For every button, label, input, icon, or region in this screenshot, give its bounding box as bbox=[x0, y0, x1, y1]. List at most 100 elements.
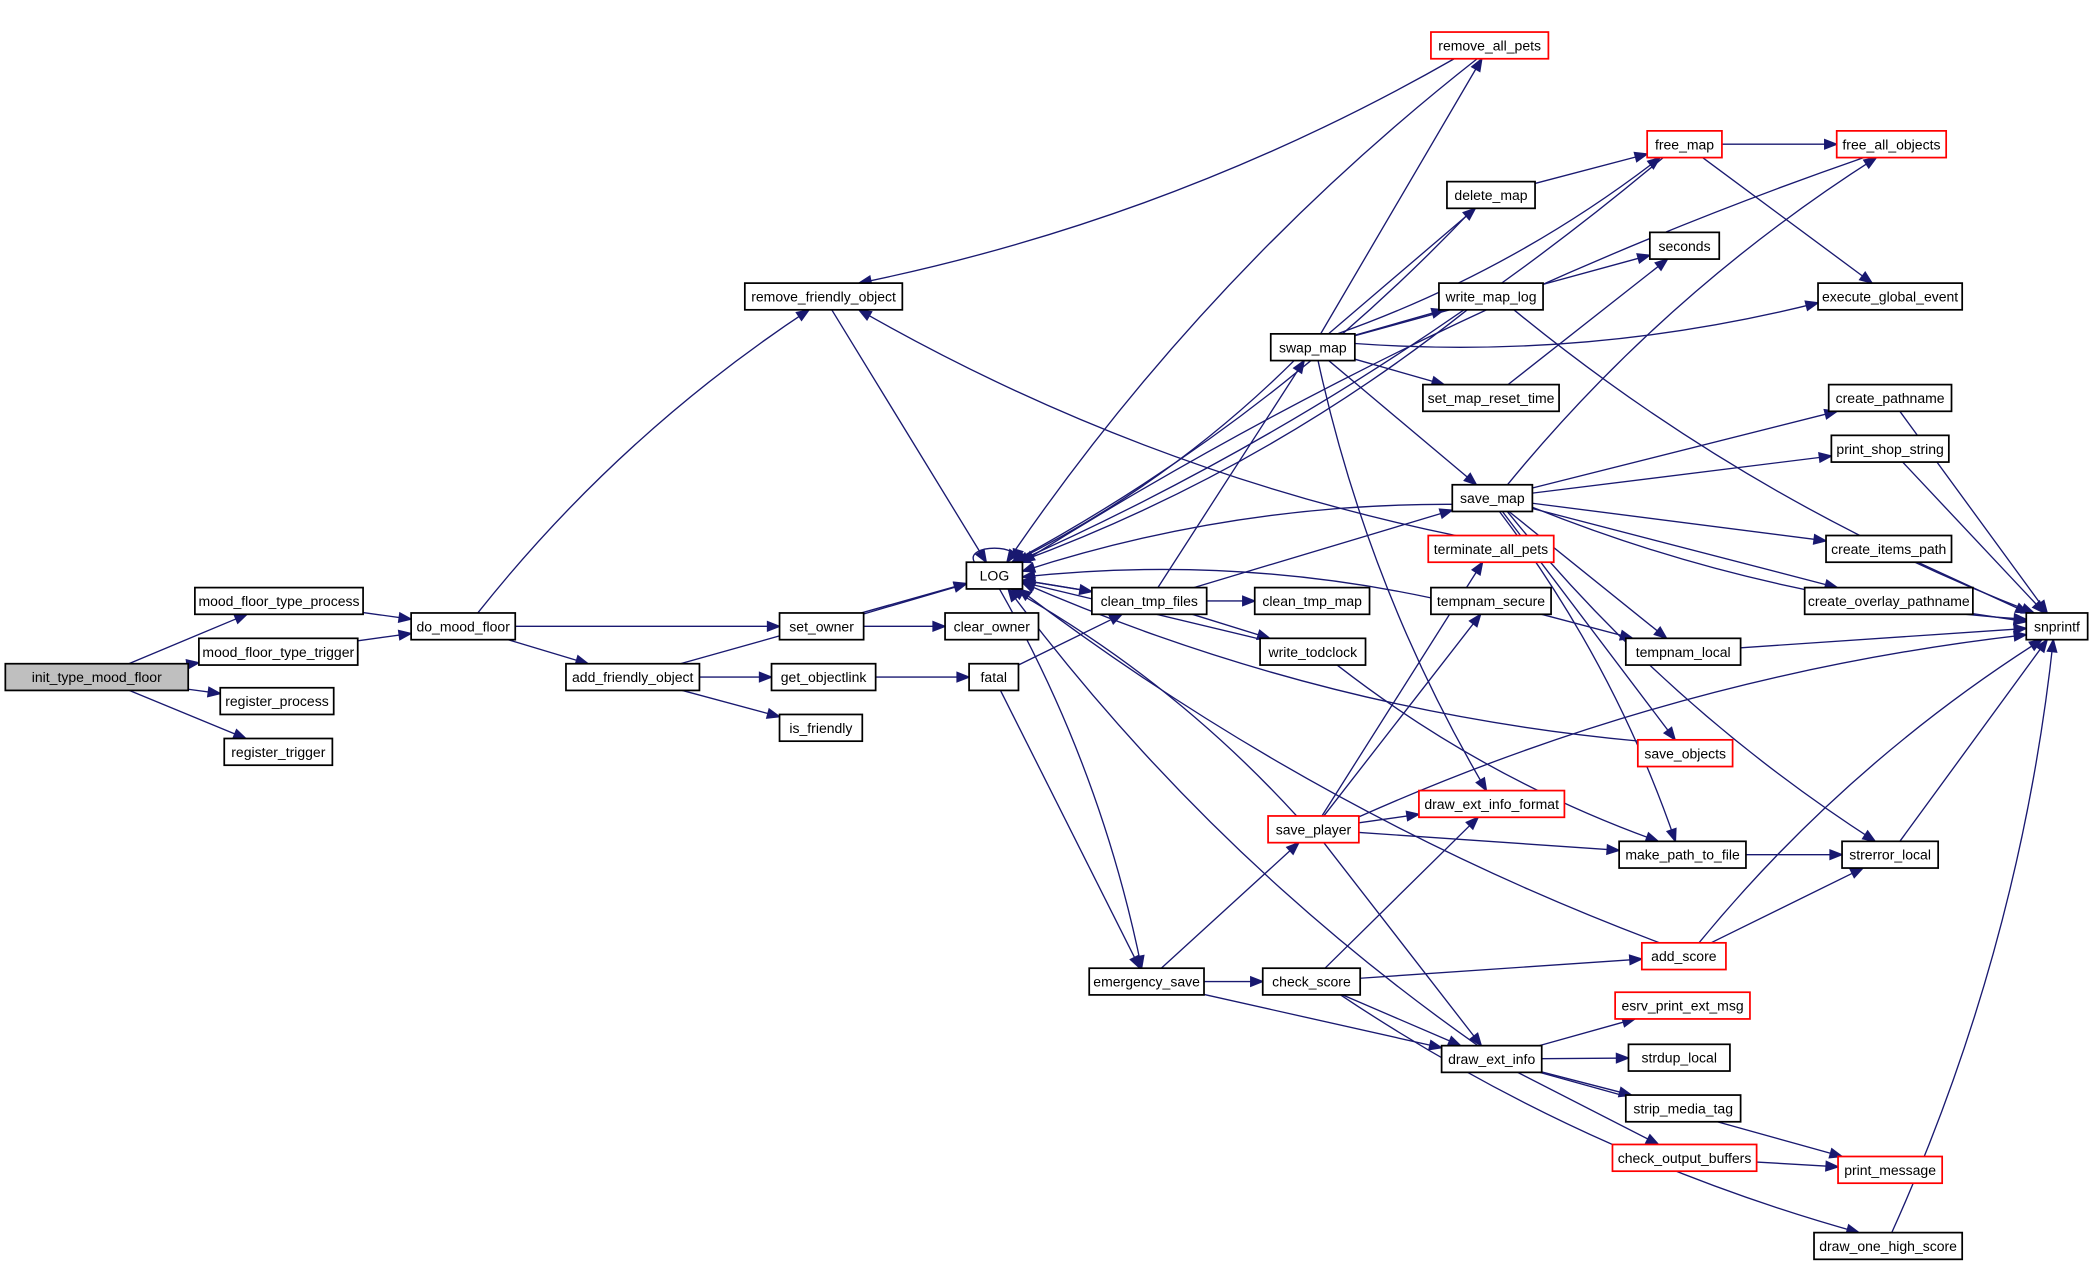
node-box[interactable] bbox=[1835, 130, 1948, 159]
node-label[interactable]: save_map bbox=[1460, 490, 1525, 506]
node-label[interactable]: get_objectlink bbox=[781, 669, 868, 685]
node-tempnam_local[interactable]: tempnam_local bbox=[1624, 637, 1742, 666]
node-esrv_print_ext_msg[interactable]: esrv_print_ext_msg bbox=[1614, 991, 1751, 1020]
node-box[interactable] bbox=[1813, 1231, 1964, 1261]
node-label[interactable]: tempnam_local bbox=[1636, 644, 1731, 660]
node-label[interactable]: esrv_print_ext_msg bbox=[1621, 998, 1743, 1014]
node-draw_ext_info[interactable]: draw_ext_info bbox=[1440, 1044, 1543, 1074]
node-box[interactable] bbox=[1267, 815, 1360, 844]
node-strerror_local[interactable]: strerror_local bbox=[1841, 840, 1940, 869]
node-box[interactable] bbox=[965, 561, 1024, 590]
node-do_mood_floor[interactable]: do_mood_floor bbox=[410, 612, 517, 641]
node-label[interactable]: draw_ext_info_format bbox=[1424, 796, 1559, 812]
node-box[interactable] bbox=[1614, 991, 1751, 1020]
node-box[interactable] bbox=[1830, 434, 1950, 463]
node-box[interactable] bbox=[1430, 31, 1550, 60]
node-label[interactable]: clear_owner bbox=[954, 618, 1031, 634]
node-set_map_reset_time[interactable]: set_map_reset_time bbox=[1422, 383, 1560, 413]
node-label[interactable]: clean_tmp_files bbox=[1101, 593, 1198, 609]
node-box[interactable] bbox=[1427, 534, 1555, 564]
node-check_score[interactable]: check_score bbox=[1261, 967, 1362, 996]
node-box[interactable] bbox=[1261, 967, 1362, 996]
node-box[interactable] bbox=[968, 662, 1020, 692]
node-mood_floor_type_trigger[interactable]: mood_floor_type_trigger bbox=[198, 637, 359, 666]
node-box[interactable] bbox=[1611, 1143, 1758, 1173]
node-box[interactable] bbox=[1646, 130, 1723, 159]
node-draw_ext_info_format[interactable]: draw_ext_info_format bbox=[1418, 789, 1566, 819]
node-label[interactable]: strdup_local bbox=[1641, 1050, 1716, 1066]
node-label[interactable]: create_pathname bbox=[1836, 390, 1945, 406]
node-box[interactable] bbox=[1825, 534, 1953, 564]
node-label[interactable]: seconds bbox=[1658, 238, 1710, 254]
node-box[interactable] bbox=[1803, 586, 1974, 616]
node-delete_map[interactable]: delete_map bbox=[1446, 180, 1536, 210]
node-get_objectlink[interactable]: get_objectlink bbox=[770, 662, 877, 692]
node-label[interactable]: remove_all_pets bbox=[1438, 37, 1541, 53]
node-label[interactable]: print_shop_string bbox=[1836, 441, 1943, 457]
node-LOG[interactable]: LOG bbox=[965, 561, 1024, 590]
node-label[interactable]: set_owner bbox=[789, 618, 854, 634]
node-label[interactable]: add_friendly_object bbox=[572, 669, 694, 685]
node-box[interactable] bbox=[1624, 637, 1742, 666]
node-label[interactable]: clean_tmp_map bbox=[1262, 593, 1362, 609]
node-label[interactable]: strerror_local bbox=[1849, 847, 1931, 863]
node-box[interactable] bbox=[1259, 637, 1367, 666]
node-label[interactable]: save_objects bbox=[1644, 745, 1726, 761]
node-label[interactable]: fatal bbox=[981, 669, 1007, 685]
node-label[interactable]: remove_friendly_object bbox=[751, 289, 896, 305]
node-label[interactable]: strip_media_tag bbox=[1633, 1100, 1733, 1116]
node-box[interactable] bbox=[1088, 967, 1205, 996]
node-label[interactable]: free_all_objects bbox=[1842, 136, 1940, 152]
node-label[interactable]: emergency_save bbox=[1093, 974, 1200, 990]
node-check_output_buffers[interactable]: check_output_buffers bbox=[1611, 1143, 1758, 1173]
node-label[interactable]: draw_one_high_score bbox=[1819, 1238, 1957, 1254]
node-box[interactable] bbox=[410, 612, 517, 641]
node-label[interactable]: mood_floor_type_trigger bbox=[202, 644, 354, 660]
node-label[interactable]: check_output_buffers bbox=[1618, 1150, 1752, 1166]
node-box[interactable] bbox=[1636, 738, 1734, 768]
node-box[interactable] bbox=[1430, 586, 1552, 616]
node-print_message[interactable]: print_message bbox=[1837, 1155, 1944, 1185]
node-box[interactable] bbox=[1624, 1094, 1742, 1123]
node-box[interactable] bbox=[1269, 332, 1356, 362]
node-label[interactable]: set_map_reset_time bbox=[1428, 390, 1555, 406]
node-create_overlay_pathname[interactable]: create_overlay_pathname bbox=[1803, 586, 1974, 616]
node-box[interactable] bbox=[1817, 282, 1964, 311]
node-fatal[interactable]: fatal bbox=[968, 662, 1020, 692]
node-label[interactable]: LOG bbox=[980, 568, 1010, 584]
node-box[interactable] bbox=[1418, 789, 1566, 819]
node-mood_floor_type_process[interactable]: mood_floor_type_process bbox=[194, 586, 364, 616]
node-box[interactable] bbox=[743, 282, 904, 311]
node-set_owner[interactable]: set_owner bbox=[778, 612, 865, 641]
node-terminate_all_pets[interactable]: terminate_all_pets bbox=[1427, 534, 1555, 564]
node-label[interactable]: save_player bbox=[1276, 821, 1352, 837]
node-remove_friendly_object[interactable]: remove_friendly_object bbox=[743, 282, 904, 311]
node-free_map[interactable]: free_map bbox=[1646, 130, 1723, 159]
node-label[interactable]: add_score bbox=[1651, 948, 1717, 964]
node-draw_one_high_score[interactable]: draw_one_high_score bbox=[1813, 1231, 1964, 1261]
node-add_score[interactable]: add_score bbox=[1640, 941, 1727, 971]
node-free_all_objects[interactable]: free_all_objects bbox=[1835, 130, 1948, 159]
node-label[interactable]: register_trigger bbox=[231, 744, 325, 760]
node-label[interactable]: tempnam_secure bbox=[1437, 593, 1545, 609]
node-label[interactable]: check_score bbox=[1272, 974, 1351, 990]
node-box[interactable] bbox=[770, 662, 877, 692]
node-execute_global_event[interactable]: execute_global_event bbox=[1817, 282, 1964, 311]
node-label[interactable]: do_mood_floor bbox=[416, 618, 510, 634]
node-box[interactable] bbox=[1451, 483, 1534, 513]
node-emergency_save[interactable]: emergency_save bbox=[1088, 967, 1205, 996]
node-write_todclock[interactable]: write_todclock bbox=[1259, 637, 1367, 666]
node-box[interactable] bbox=[1091, 586, 1208, 616]
node-init_type_mood_floor[interactable]: init_type_mood_floor bbox=[4, 662, 190, 692]
node-box[interactable] bbox=[778, 713, 864, 743]
node-register_trigger[interactable]: register_trigger bbox=[223, 737, 334, 767]
node-box[interactable] bbox=[2025, 612, 2089, 641]
node-label[interactable]: make_path_to_file bbox=[1625, 847, 1740, 863]
node-label[interactable]: terminate_all_pets bbox=[1434, 541, 1548, 557]
node-save_player[interactable]: save_player bbox=[1267, 815, 1360, 844]
node-swap_map[interactable]: swap_map bbox=[1269, 332, 1356, 362]
node-label[interactable]: register_process bbox=[225, 693, 328, 709]
node-box[interactable] bbox=[194, 586, 364, 616]
node-box[interactable] bbox=[219, 686, 335, 716]
node-label[interactable]: write_map_log bbox=[1444, 289, 1536, 305]
